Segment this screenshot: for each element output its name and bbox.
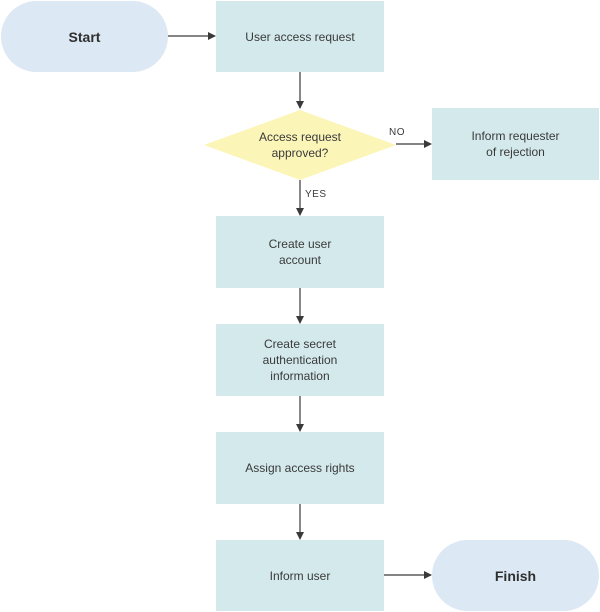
inform-user-label: Inform user bbox=[269, 568, 331, 583]
start-node-label: Start bbox=[68, 28, 101, 45]
create-secret-auth-info-label: Create secret authentication information bbox=[262, 337, 338, 383]
decision-diamond bbox=[204, 110, 396, 180]
start-node[interactable]: Start bbox=[1, 1, 168, 72]
assign-access-rights-label: Assign access rights bbox=[245, 461, 355, 475]
access-request-approved-label: Access request approved? bbox=[258, 130, 342, 160]
inform-requester-of-rejection-node[interactable]: Inform requester of rejection bbox=[432, 108, 599, 180]
access-request-approved-node[interactable]: Access request approved? bbox=[232, 120, 368, 170]
inform-user-node[interactable]: Inform user bbox=[216, 540, 384, 611]
finish-node[interactable]: Finish bbox=[432, 540, 599, 611]
finish-node-label: Finish bbox=[494, 567, 537, 584]
inform-requester-of-rejection-label: Inform requester of rejection bbox=[471, 129, 560, 159]
yes-branch-label: YES bbox=[305, 189, 327, 200]
no-branch-label: NO bbox=[389, 127, 405, 138]
create-user-account-node[interactable]: Create user account bbox=[216, 216, 384, 288]
create-secret-auth-info-node[interactable]: Create secret authentication information bbox=[216, 324, 384, 396]
user-access-request-node[interactable]: User access request bbox=[216, 1, 384, 72]
assign-access-rights-node[interactable]: Assign access rights bbox=[216, 432, 384, 504]
user-access-request-label: User access request bbox=[245, 29, 355, 44]
create-user-account-label: Create user account bbox=[268, 237, 332, 267]
